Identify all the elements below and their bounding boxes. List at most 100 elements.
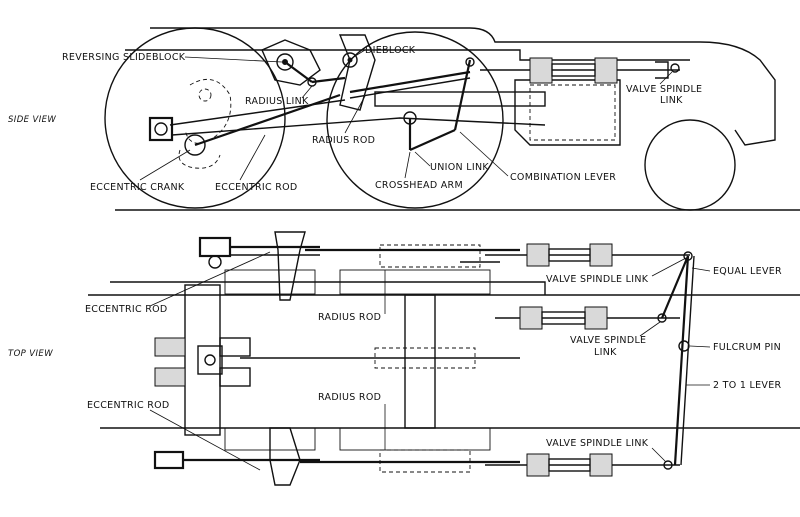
wheel-upper-body (224, 269, 316, 295)
label-radius-rod-lower: RADIUS ROD (318, 392, 381, 403)
lower-spindle-pin (663, 460, 673, 470)
crank-boss (148, 116, 174, 142)
eccentric-rod-edge (169, 99, 346, 126)
valve-chest-rear (594, 57, 618, 84)
label-valve-spindle-link-lower: VALVE SPINDLE LINK (546, 438, 649, 449)
lower-valve-chest-front (526, 453, 550, 477)
leader-vsl-lower (651, 447, 667, 463)
label-eccentric-rod-lower: ECCENTRIC ROD (87, 400, 170, 411)
valve-chest-front (529, 57, 553, 84)
leader-fulcrum-pin (689, 345, 711, 348)
leader-dieblock (351, 49, 366, 59)
leader-eccentric-rod-lower (149, 409, 261, 471)
side-view-caption: SIDE VIEW (8, 115, 56, 125)
axle-column (184, 284, 221, 436)
dieblock-pin (347, 57, 353, 63)
driving-wheel-front (104, 27, 286, 209)
eccentric-sheave-1 (154, 337, 186, 357)
top-view (88, 231, 800, 486)
leader-union-link (414, 151, 431, 167)
label-equal-lever: EQUAL LEVER (713, 266, 782, 277)
dieblock (342, 52, 358, 68)
label-combination-lever: COMBINATION LEVER (510, 172, 616, 183)
label-radius-rod: RADIUS ROD (312, 135, 375, 146)
label-radius-link: RADIUS LINK (245, 96, 309, 107)
lower-expansion-link (269, 427, 301, 486)
leader-eccentric-rod (239, 134, 266, 181)
label-union-link: UNION LINK (430, 162, 489, 173)
upper-crosshead-hidden (379, 244, 481, 268)
mid-valve-chest-rear (584, 306, 608, 330)
eccentric-sheave-3 (219, 337, 251, 357)
leader-eccentric-rod-upper (149, 251, 271, 307)
leader-combination-lever (459, 131, 509, 177)
eccentric-sheave-4 (219, 367, 251, 387)
label-dieblock: DIEBLOCK (365, 45, 416, 56)
upper-expansion-link (274, 231, 306, 301)
two-to-one-lever-main (673, 255, 690, 466)
wheel-lower-body-2 (339, 427, 491, 451)
mid-crosshead-hidden (374, 347, 476, 369)
eccentric-sheave-2 (154, 367, 186, 387)
valve-spindle-link-block (655, 61, 669, 79)
upper-valve-body (548, 248, 591, 262)
reversing-arm (284, 61, 313, 83)
connecting-rod (171, 117, 546, 136)
equal-lever (660, 255, 690, 319)
upper-eccentric-pin (208, 255, 222, 269)
crank-pin (154, 122, 168, 136)
side-view-labels: SIDE VIEW REVERSING SLIDEBLOCK DIEBLOCK … (8, 45, 702, 193)
lower-valve-body (548, 458, 591, 472)
combination-lever-top (465, 57, 475, 67)
label-eccentric-rod-upper: ECCENTRIC ROD (85, 304, 168, 315)
label-eccentric-crank: ECCENTRIC CRANK (90, 182, 185, 193)
upper-valve-chest-rear (589, 243, 613, 267)
reversing-bracket (261, 39, 321, 86)
label-eccentric-rod: ECCENTRIC ROD (215, 182, 298, 193)
leader-crosshead-arm (404, 151, 411, 179)
valve-body (551, 63, 596, 77)
leader-vsl-upper (651, 257, 687, 277)
counterweight-outline (184, 78, 232, 144)
eccentric-crank-hidden (178, 149, 221, 169)
eccentric-rod (194, 93, 341, 147)
label-valve-spindle-link: LINK (660, 95, 683, 106)
lower-eccentric-end (153, 450, 185, 470)
trailing-wheel (644, 119, 736, 211)
leader-equal-lever (691, 267, 711, 272)
label-valve-spindle-link-upper: VALVE SPINDLE LINK (546, 274, 649, 285)
label-reversing-slideblock: REVERSING SLIDEBLOCK (62, 52, 186, 63)
leader-eccentric-crank (139, 149, 191, 181)
leader-radius-rod (344, 95, 366, 134)
cab-outline (469, 27, 776, 146)
lower-crosshead-hidden (379, 449, 471, 473)
combination-lever (453, 59, 472, 131)
label-valve-spindle: VALVE SPINDLE (626, 84, 702, 95)
driving-wheel-rear (326, 31, 504, 209)
fulcrum-pin (678, 340, 690, 352)
union-link (409, 128, 456, 152)
label-radius-rod-upper: RADIUS ROD (318, 312, 381, 323)
radius-rod-edge (349, 77, 471, 99)
leader-vsl-mid (639, 321, 661, 337)
top-view-caption: TOP VIEW (8, 349, 53, 359)
axle-center (197, 345, 223, 375)
label-two-to-one-lever: 2 TO 1 LEVER (713, 380, 782, 391)
wheel-upper-body-2 (339, 269, 491, 295)
label-valve-spindle-mid: VALVE SPINDLE (570, 335, 646, 346)
crankpin-hidden (198, 88, 212, 102)
valve-spindle-link-pin (670, 63, 680, 73)
radius-rod (349, 70, 471, 94)
label-valve-spindle-mid-link: LINK (594, 347, 617, 358)
upper-valve-chest-front (526, 243, 550, 267)
side-view (104, 27, 800, 211)
wheel-upper-left (110, 281, 546, 295)
two-to-one-lever-edge (680, 255, 695, 466)
leader-valve-spindle-link (659, 71, 673, 85)
label-fulcrum-pin: FULCRUM PIN (713, 342, 781, 353)
lower-valve-chest-rear (589, 453, 613, 477)
mid-valve-body (541, 311, 586, 325)
cylinder-block (514, 79, 621, 146)
